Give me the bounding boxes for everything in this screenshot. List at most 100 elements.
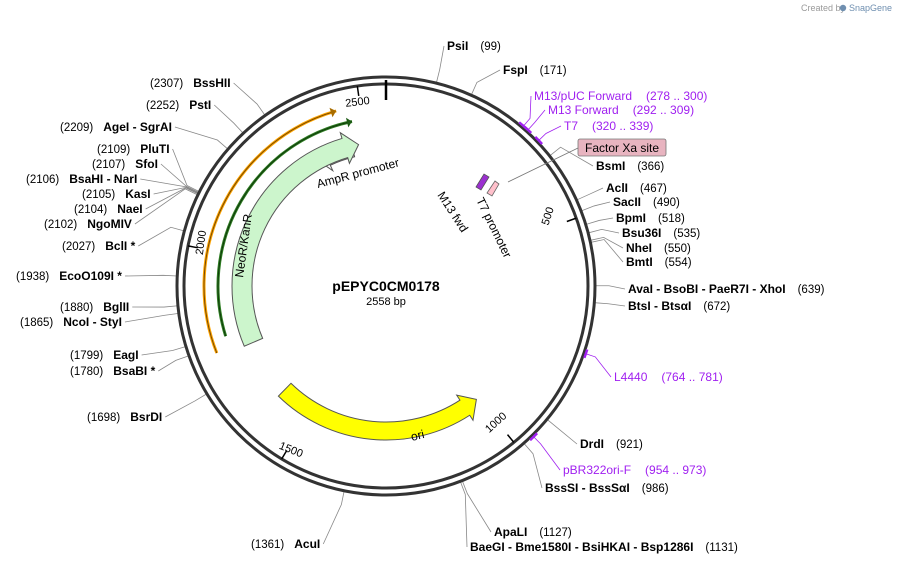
site-name: FspI xyxy=(503,63,528,77)
site-leader xyxy=(134,188,199,225)
site-bpmi[interactable]: BpmI(518) xyxy=(616,211,685,225)
site-bsahi-nari[interactable]: (2106) BsaHI - NarI xyxy=(26,172,137,186)
site-acli[interactable]: AclI(467) xyxy=(606,181,667,195)
site-position: (1880) xyxy=(60,302,93,314)
site-leader xyxy=(589,236,624,249)
primer-leader xyxy=(533,436,561,471)
primer-range: (764 .. 781) xyxy=(661,370,722,384)
site-position: (490) xyxy=(653,197,680,209)
site-agei-sgrai[interactable]: (2209)AgeI - SgrAI xyxy=(60,120,172,134)
site-position: (2102) xyxy=(44,219,77,231)
site-leader xyxy=(576,187,604,201)
site-position: (986) xyxy=(642,483,669,495)
site-baegi-bme1580i-bsihkai-bsp1286i[interactable]: BaeGI - Bme1580I - BsiHKAI - Bsp1286I(11… xyxy=(470,540,738,554)
site-position: (1865) xyxy=(20,317,53,329)
factor-xa-label: Factor Xa site xyxy=(585,141,659,155)
site-nhei[interactable]: NheI(550) xyxy=(626,241,691,255)
feature-neor-kanr-arrow xyxy=(231,131,360,347)
site-kasi[interactable]: (2105)KasI xyxy=(82,187,151,201)
site-position: (1938) xyxy=(16,271,49,283)
site-bsrdi[interactable]: (1698) BsrDI xyxy=(87,410,162,424)
primer-name: pBR322ori-F xyxy=(563,463,631,477)
site-position: (1799) xyxy=(70,350,103,362)
site-position: (2104) xyxy=(74,204,107,216)
primer-pbr322ori-f[interactable]: pBR322ori-F (954 .. 973) xyxy=(563,463,706,477)
site-position: (550) xyxy=(664,243,691,255)
site-name: BglII xyxy=(103,300,129,314)
site-ngomiv[interactable]: (2102) NgoMIV xyxy=(44,217,132,231)
watermark-brand: SnapGene xyxy=(849,3,892,13)
site-drdi[interactable]: DrdI (921) xyxy=(580,437,643,451)
site-position: (1698) xyxy=(87,412,120,424)
leader-lines xyxy=(124,45,626,548)
site-ncoi-styi[interactable]: (1865)NcoI - StyI xyxy=(20,315,122,329)
site-psii[interactable]: PsiI(99) xyxy=(447,39,501,53)
primer-name: T7 xyxy=(564,119,578,133)
tick-label-500: 500 xyxy=(540,206,557,227)
primer-range: (954 .. 973) xyxy=(645,463,706,477)
site-ecoo109i[interactable]: (1938)EcoO109I * xyxy=(16,269,122,283)
site-name: NgoMIV xyxy=(87,217,132,231)
site-position: (1780) xyxy=(70,366,103,378)
site-leader xyxy=(160,163,200,194)
site-name: DrdI xyxy=(580,437,604,451)
site-leader xyxy=(140,178,199,194)
site-sacii[interactable]: SacII (490) xyxy=(613,195,680,209)
primer-l4440[interactable]: L4440(764 .. 781) xyxy=(614,370,723,384)
site-name: BtsI - BtsαI xyxy=(628,299,691,313)
primer-mark-t7 xyxy=(534,136,544,145)
site-leader xyxy=(435,45,445,84)
site-bsabi[interactable]: (1780)BsaBI * xyxy=(70,364,156,378)
site-leader xyxy=(470,69,501,96)
backbone-outer-ring xyxy=(175,75,597,497)
factor-xa-leader xyxy=(507,147,579,183)
site-name: SacII xyxy=(613,195,641,209)
site-pluti[interactable]: (2109)PluTI xyxy=(97,142,170,156)
site-leader xyxy=(459,481,468,548)
site-name: BsrDI xyxy=(130,410,162,424)
primer-labels: M13/pUC Forward(278 .. 300)M13 Forward(2… xyxy=(534,89,723,477)
site-acui[interactable]: (1361)AcuI xyxy=(251,537,320,551)
m13-fwd-arrow xyxy=(475,173,490,191)
site-leader xyxy=(153,186,199,195)
site-name: BsaHI - NarI xyxy=(69,172,137,186)
site-sfoi[interactable]: (2107)SfoI xyxy=(92,157,158,171)
site-leader xyxy=(124,312,179,323)
site-apali[interactable]: ApaLI(1127) xyxy=(494,525,572,539)
site-bsshii[interactable]: (2307)BssHII xyxy=(150,76,231,90)
site-position: (2109) xyxy=(97,144,130,156)
site-leader xyxy=(158,355,190,372)
site-bsssi-bsss-i[interactable]: BssSI - BssSαI(986) xyxy=(545,481,669,495)
primer-range: (320 .. 339) xyxy=(592,119,653,133)
site-position: (2307) xyxy=(150,78,183,90)
site-bsu36i[interactable]: Bsu36I(535) xyxy=(622,226,700,240)
site-btsi-bts-i[interactable]: BtsI - BtsαI(672) xyxy=(628,299,730,313)
tick-1000 xyxy=(506,434,515,443)
site-name: BmtI xyxy=(626,255,653,269)
primer-t7[interactable]: T7 (320 .. 339) xyxy=(564,119,653,133)
site-leader xyxy=(588,228,620,234)
site-leader xyxy=(594,302,626,307)
site-naei[interactable]: (2104)NaeI xyxy=(74,202,143,216)
site-position: (171) xyxy=(540,65,567,77)
site-leader xyxy=(322,490,345,545)
site-name: BaeGI - Bme1580I - BsiHKAI - Bsp1286I xyxy=(470,540,693,554)
site-name: ApaLI xyxy=(494,525,527,539)
site-bmti[interactable]: BmtI(554) xyxy=(626,255,692,269)
site-position: (921) xyxy=(616,439,643,451)
site-psti[interactable]: (2252)PstI xyxy=(146,98,211,112)
site-leader xyxy=(590,239,624,263)
site-bcli[interactable]: (2027)BclI * xyxy=(62,239,136,253)
site-eagi[interactable]: (1799)EagI xyxy=(70,348,139,362)
site-position: (2106) xyxy=(26,174,59,186)
site-name: PsiI xyxy=(447,39,468,53)
primer-m13-puc-forward[interactable]: M13/pUC Forward(278 .. 300) xyxy=(534,89,707,103)
site-fspi[interactable]: FspI (171) xyxy=(503,63,567,77)
site-avai-bsobi-paer7i-xhoi[interactable]: AvaI - BsoBI - PaeR7I - XhoI(639) xyxy=(628,282,825,296)
site-leader xyxy=(580,201,611,212)
primer-m13-forward[interactable]: M13 Forward(292 .. 309) xyxy=(548,103,694,117)
site-bsmi[interactable]: BsmI(366) xyxy=(596,159,664,173)
site-bglii[interactable]: (1880) BglII xyxy=(60,300,129,314)
orf-orange-arc xyxy=(202,109,337,354)
plasmid-name: pEPYC0CM0178 xyxy=(332,278,440,294)
